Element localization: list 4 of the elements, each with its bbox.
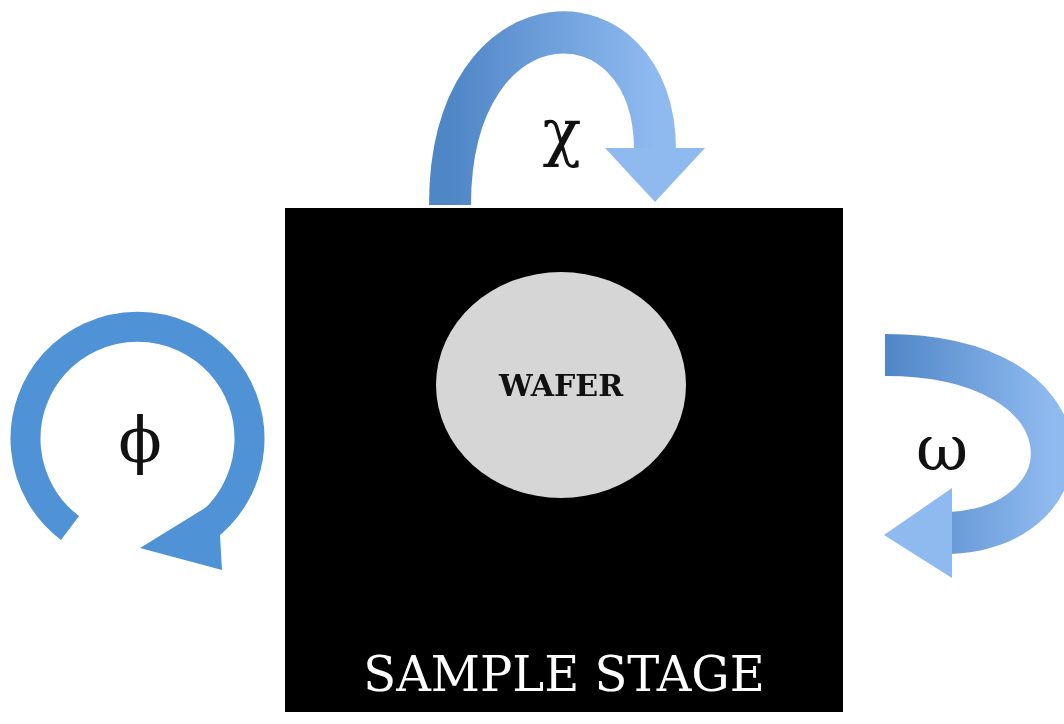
wafer-ellipse: WAFER — [436, 272, 686, 498]
stage-label: SAMPLE STAGE — [363, 650, 765, 698]
angle-symbol: ω — [915, 416, 969, 480]
stage-block — [285, 208, 843, 712]
